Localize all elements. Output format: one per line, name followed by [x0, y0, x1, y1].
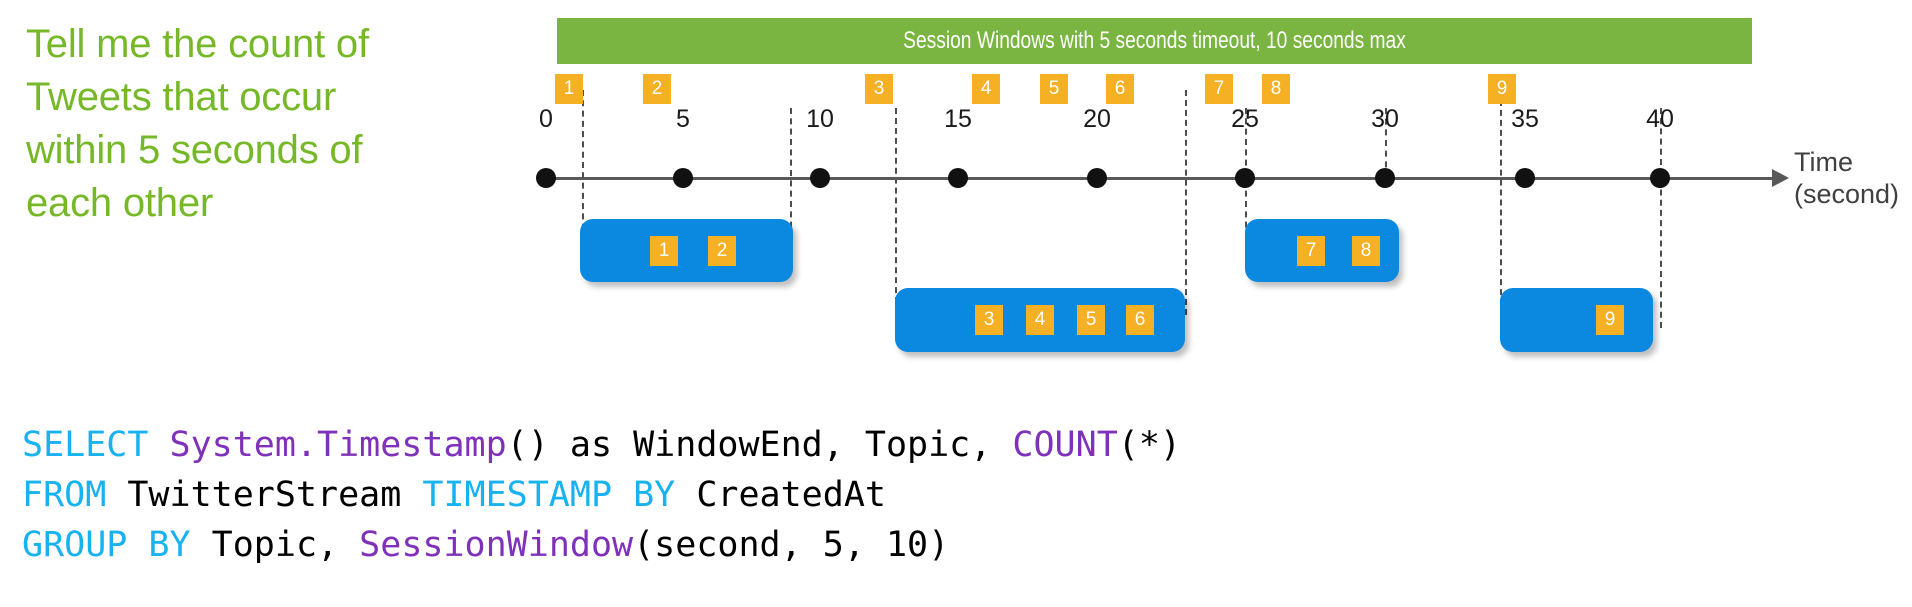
sql-token: COUNT: [1012, 425, 1118, 465]
timeline-axis: [540, 177, 1780, 180]
sql-token: System.Timestamp: [169, 425, 507, 465]
session-window-diagram: Session Windows with 5 seconds timeout, …: [536, 18, 1899, 352]
event-badge: 5: [1040, 74, 1068, 104]
timeline-tick-dot: [1515, 168, 1535, 188]
session-event-badge: 9: [1596, 305, 1624, 335]
boundary-line: [1660, 108, 1662, 328]
sql-line: FROM TwitterStream TIMESTAMP BY CreatedA…: [22, 470, 1181, 520]
timeline-tick-label: 5: [676, 105, 690, 133]
boundary-line: [1500, 90, 1502, 315]
timeline-tick-label: 25: [1231, 105, 1259, 133]
timeline-axis-caption-main: Time: [1794, 147, 1853, 177]
timeline-tick-label: 40: [1646, 105, 1674, 133]
sql-line: GROUP BY Topic, SessionWindow(second, 5,…: [22, 520, 1181, 570]
timeline-tick-dot: [1087, 168, 1107, 188]
boundary-line: [895, 108, 897, 313]
timeline-tick-dot: [673, 168, 693, 188]
timeline-tick-label: 15: [944, 105, 972, 133]
timeline-tick-dot: [1650, 168, 1670, 188]
session-event-badge: 8: [1352, 235, 1380, 266]
timeline-tick-label: 20: [1083, 105, 1111, 133]
timeline-tick-label: 35: [1511, 105, 1539, 133]
timeline-axis-caption: Time (second): [1794, 146, 1899, 210]
session-event-badge: 2: [708, 235, 736, 266]
sql-token: CreatedAt: [696, 475, 886, 515]
session-event-badge: 6: [1126, 305, 1154, 335]
session-event-badge: 4: [1026, 305, 1054, 335]
boundary-line: [790, 108, 792, 238]
event-badge: 4: [972, 74, 1000, 104]
sql-token: FROM: [22, 475, 128, 515]
boundary-line: [582, 90, 584, 240]
timeline-tick-dot: [948, 168, 968, 188]
sql-token: SessionWindow: [359, 525, 634, 565]
sql-token: Topic,: [211, 525, 360, 565]
boundary-line: [1385, 108, 1387, 178]
boundary-line: [1185, 90, 1187, 315]
timeline-tick-label: 30: [1371, 105, 1399, 133]
question-text: Tell me the count of Tweets that occur w…: [26, 22, 369, 225]
session-event-badge: 5: [1077, 305, 1105, 335]
timeline-tick-label: 10: [806, 105, 834, 133]
timeline-tick-dot: [810, 168, 830, 188]
sql-token: () as WindowEnd, Topic,: [506, 425, 1013, 465]
event-badge: 1: [555, 74, 583, 104]
sql-query-block: SELECT System.Timestamp() as WindowEnd, …: [22, 420, 1181, 570]
session-event-badge: 7: [1297, 235, 1325, 266]
sql-token: TIMESTAMP BY: [422, 475, 697, 515]
timeline-tick-dot: [1235, 168, 1255, 188]
event-badge: 2: [643, 74, 671, 104]
sql-token: (*): [1117, 425, 1181, 465]
session-event-badge: 1: [650, 235, 678, 266]
session-window-banner-label: Session Windows with 5 seconds timeout, …: [903, 27, 1406, 54]
timeline-arrow-icon: [1772, 169, 1789, 187]
event-badge: 8: [1262, 74, 1290, 104]
timeline-tick-dot: [1375, 168, 1395, 188]
event-badge: 7: [1205, 74, 1233, 104]
sql-line: SELECT System.Timestamp() as WindowEnd, …: [22, 420, 1181, 470]
event-badge: 3: [865, 74, 893, 104]
timeline-axis-caption-unit: (second): [1794, 179, 1900, 209]
sql-token: (second, 5, 10): [633, 525, 950, 565]
event-badge: 6: [1106, 74, 1134, 104]
sql-token: TwitterStream: [127, 475, 423, 515]
sql-token: GROUP BY: [22, 525, 212, 565]
timeline-tick-label: 0: [539, 105, 553, 133]
event-badge: 9: [1488, 74, 1516, 104]
sql-token: SELECT: [22, 425, 170, 465]
timeline-tick-dot: [536, 168, 556, 188]
session-window-banner: Session Windows with 5 seconds timeout, …: [557, 18, 1752, 64]
session-window-4: 9: [1500, 288, 1653, 352]
session-event-badge: 3: [975, 305, 1003, 335]
